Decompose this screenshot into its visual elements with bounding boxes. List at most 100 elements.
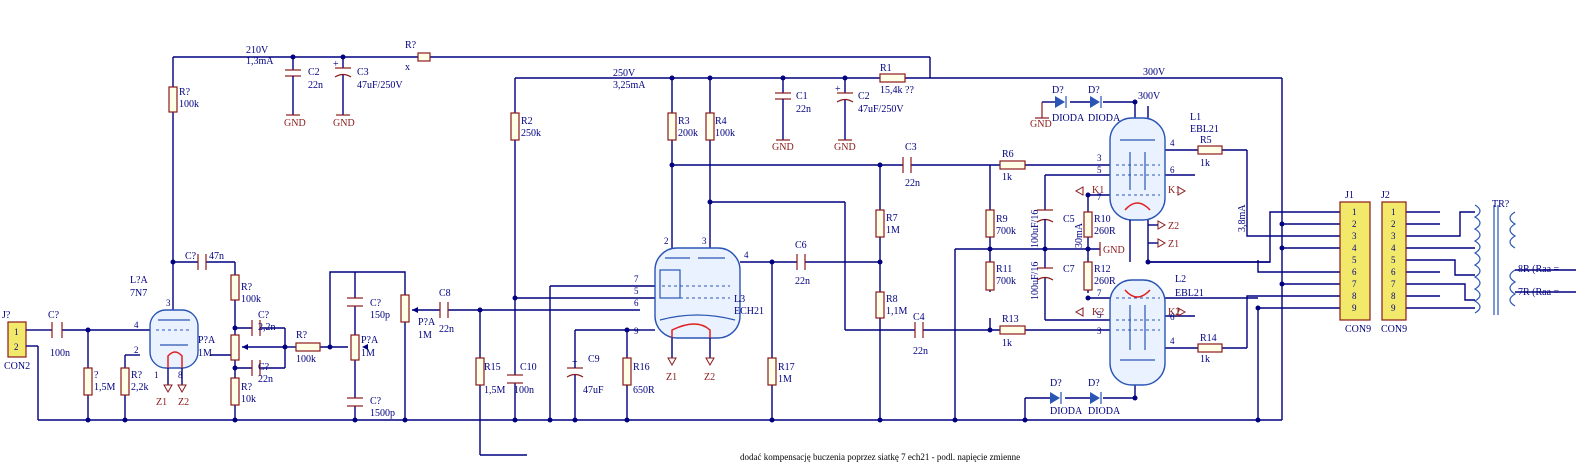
pin-l3-7: 7	[634, 274, 639, 284]
gnd-label: GND	[1030, 119, 1052, 130]
wiper-p3	[412, 307, 418, 313]
capacitor-c8	[439, 302, 449, 318]
ref-d3: D?	[1050, 378, 1062, 389]
val-r8: 1,1M	[886, 306, 908, 317]
ref-r17: R17	[778, 362, 795, 373]
ref-c2a: C2	[308, 67, 320, 78]
resistor-r-top	[417, 52, 431, 62]
resistor-r3	[667, 112, 677, 141]
label-1-3ma: 1,3mA	[246, 56, 274, 67]
net-z2-mid: Z2	[1168, 221, 1179, 232]
pin-l3-2: 2	[664, 236, 669, 246]
wiper-p2	[362, 344, 368, 350]
net-z1-l3: Z1	[666, 372, 677, 383]
resistor-r11	[985, 261, 995, 291]
diode-d3	[1050, 392, 1062, 404]
ref-rin: ?	[94, 370, 99, 381]
pin-l7a-3: 3	[166, 298, 171, 308]
ref-r15: R15	[484, 362, 501, 373]
ref-c2b: C2	[858, 91, 870, 102]
resistor-r15	[475, 357, 485, 386]
label-300v: 300V	[1143, 67, 1166, 78]
j1-pin: 2	[1352, 219, 1357, 229]
ref-rt1: R?	[241, 282, 253, 293]
val-r100k-left: 100k	[179, 99, 199, 110]
diode-d4	[1090, 392, 1102, 404]
j1-pin: 8	[1352, 291, 1357, 301]
pin-l7a-2: 2	[134, 345, 139, 355]
ref-d4: D?	[1088, 378, 1100, 389]
ref-r1: R1	[880, 63, 892, 74]
val-rt2: 10k	[241, 394, 256, 405]
val-r17: 1M	[778, 374, 792, 385]
val-ct1: 2,2n	[258, 322, 276, 333]
label-3-8ma: 3,8mA	[1237, 204, 1248, 232]
gnd-label: GND	[1103, 245, 1125, 256]
gnd-label: GND	[834, 142, 856, 153]
capacitor-c5	[1036, 209, 1054, 230]
val-r1: 15,4k ??	[880, 85, 914, 96]
ref-c1: C1	[796, 91, 808, 102]
resistor-rt2	[230, 377, 240, 406]
ref-ctop: C?	[185, 251, 197, 262]
pin-l2-5: 5	[1097, 310, 1102, 320]
capacitor-c4	[914, 322, 924, 338]
val-r9: 700k	[996, 226, 1016, 237]
net-k1-left: K1	[1092, 185, 1104, 196]
j2-pin: 5	[1391, 255, 1396, 265]
ref-c7: C7	[1063, 264, 1075, 275]
val-d1: DIODA	[1052, 113, 1085, 124]
val-c7: 100uF/16	[1030, 262, 1041, 300]
pin-l2-6: 6	[1170, 312, 1175, 322]
j2-pins: 1 2 3 4 5 6 7 8 9	[1391, 207, 1396, 313]
resistors	[83, 52, 1223, 406]
val-rt3: 100k	[296, 354, 316, 365]
val-d2: DIODA	[1088, 113, 1121, 124]
resistor-r12	[1083, 261, 1093, 291]
ref-p2: P?A	[361, 335, 379, 346]
ref-tube-l7a: L?A	[130, 275, 149, 286]
j1-pin: 1	[1352, 207, 1357, 217]
val-rt1: 100k	[241, 294, 261, 305]
j2-pin: 3	[1391, 231, 1396, 241]
pin-j-in-1: 1	[14, 327, 19, 337]
val-c2b: 47uF/250V	[858, 104, 904, 115]
ref-rt3: R?	[296, 330, 308, 341]
ref-tube-l1: L1	[1190, 112, 1201, 123]
ref-r-top: R?	[405, 40, 417, 51]
resistor-r4	[705, 112, 715, 141]
tube-l2	[1109, 279, 1166, 386]
ref-r7: R7	[886, 213, 898, 224]
pin-l3-3: 3	[702, 236, 707, 246]
j1-pin: 4	[1352, 243, 1357, 253]
ref-ct4: C?	[370, 396, 382, 407]
val-r6: 1k	[1002, 172, 1012, 183]
pin-l3-5: 5	[634, 286, 639, 296]
ref-tube-l2: L2	[1175, 274, 1186, 285]
resistor-rt3	[295, 342, 321, 352]
capacitor-c7	[1036, 267, 1054, 290]
val-r7: 1M	[886, 225, 900, 236]
capacitors: + + +	[51, 59, 1054, 407]
ref-ct3: C?	[370, 298, 382, 309]
j2-pin: 2	[1391, 219, 1396, 229]
net-z1-mid: Z1	[1168, 239, 1179, 250]
ref-transformer: TR?	[1492, 199, 1510, 210]
val-ct4: 1500p	[370, 408, 395, 419]
net-z1-l7a: Z1	[156, 397, 167, 408]
gnd-label: GND	[284, 118, 306, 129]
ref-rt2: R?	[241, 382, 253, 393]
val-tube-l1: EBL21	[1190, 124, 1219, 135]
val-j2: CON9	[1381, 324, 1407, 335]
val-r15: 1,5M	[484, 385, 506, 396]
label-8r: 8R (Raa =	[1518, 264, 1560, 275]
resistor-r-100k-left	[168, 86, 178, 113]
net-k2-right: K2	[1168, 307, 1180, 318]
j2-pin: 8	[1391, 291, 1396, 301]
val-r-top: x	[405, 62, 410, 73]
pin-l1-7: 7	[1097, 192, 1102, 202]
ref-ct2: C?	[258, 362, 270, 373]
val-d3: DIODA	[1050, 406, 1083, 417]
ref-d2: D?	[1088, 85, 1100, 96]
